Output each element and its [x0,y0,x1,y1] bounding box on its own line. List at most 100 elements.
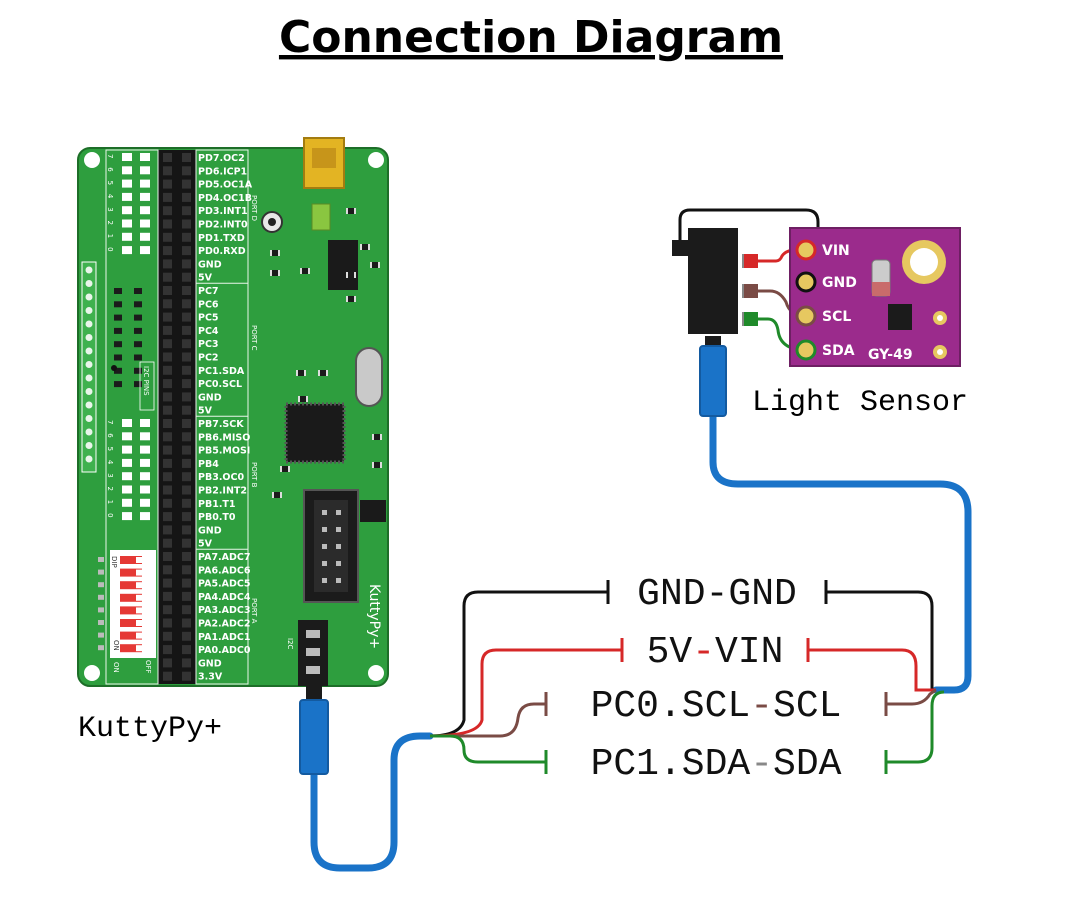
header-hole [182,179,191,189]
header-hole [182,591,191,601]
smd-component [346,296,356,302]
bit-number: 3 [106,473,114,477]
dip-toggle [120,556,142,564]
header-hole [163,379,172,389]
connection-label-gnd: GND-GND [637,573,797,616]
smd-terminal [308,268,310,274]
mount-hole [910,248,938,276]
left-hole [85,347,93,355]
header-hole [163,591,172,601]
smd-terminal [372,462,374,468]
resistor [114,288,122,294]
smd-terminal [368,244,370,250]
smd-component [372,434,382,440]
sensor-pin-vin [795,239,817,261]
bit-number: 5 [106,447,114,451]
dip-pad [98,569,104,575]
header-hole [182,552,191,561]
led [140,458,150,467]
led [140,498,150,507]
microcontroller [284,402,346,464]
sensor-pin-sda [795,339,817,361]
smd-terminal [326,370,328,376]
connection-label-scl: PC0.SCL-SCL [591,685,842,728]
header-hole [163,325,172,335]
header-hole [182,192,191,202]
transistor [360,500,386,522]
pin-label: PC0.SCL [198,379,242,390]
led [140,485,150,494]
smd-terminal [300,268,302,274]
wire-bundle [429,580,945,774]
header-hole [182,512,191,522]
header-hole [182,565,191,575]
regulator-chip [328,240,358,290]
bit-number: 4 [106,460,114,465]
smd-component [296,370,306,376]
smd-terminal [298,396,300,402]
header-hole [163,525,172,535]
dip-number: 5 [144,595,152,599]
sensor-wire-gnd [678,208,820,272]
led [140,153,150,161]
led [122,445,132,454]
header-hole [163,458,172,468]
header-hole [182,432,191,442]
board-name: KuttyPy+ [78,712,222,746]
smd-component [360,244,370,250]
pin-label: PB5.MOSI [198,446,250,457]
led [140,219,150,228]
dip-knob [136,594,142,601]
smd-component [300,268,310,274]
port-label: PORT A [250,598,258,624]
wire-vin-right [808,648,936,692]
resistor [114,314,122,321]
left-hole [85,442,93,449]
dip-pad [98,645,104,651]
header-hole [182,458,191,468]
pin-label: PA1.ADC1 [198,632,250,643]
led [122,246,132,255]
header-hole [182,272,191,282]
pin-label: PA6.ADC6 [198,565,251,576]
resistor [134,367,142,374]
resistor [134,301,142,308]
pin-label: PD5.OC1A [198,180,253,191]
smd-component [318,370,328,376]
kuttypy-board: PD7.OC2PD6.ICP1PD5.OC1APD4.OC1BPD3.INT1P… [77,137,389,687]
sensor-ic [888,304,912,330]
pin-label: PD0.RXD [198,246,246,257]
header-hole [182,259,191,269]
dip-knob [136,607,142,614]
connection-label-sda: PC1.SDA-SDA [591,743,842,786]
pin-label: GND [198,525,222,536]
bit-number: 7 [106,154,114,158]
bit-number: 5 [106,181,114,185]
pin-label: PB2.INT2 [198,486,247,497]
header-hole [163,618,172,628]
smd-terminal [278,250,280,256]
crystal [355,347,383,407]
dip-pad [98,557,104,562]
led [122,432,132,441]
bit-number: 2 [106,221,114,225]
icsp-pin [336,578,341,583]
pin-label: PD2.INT0 [198,220,248,231]
plug-board [299,699,329,775]
smd-component [270,250,280,256]
smd-component [270,270,280,276]
pin-label: PC3 [198,339,219,350]
pin-label: 5V [198,539,213,550]
light-sensor: VIN GND SCL SDA GY-49 [672,208,961,367]
header-hole [182,166,191,176]
left-hole [85,374,93,382]
led [140,246,150,255]
header-hole [182,405,191,415]
pin-label: PC6 [198,299,219,310]
left-hole [85,334,93,341]
header-hole [163,512,172,522]
resistor [134,327,142,334]
dip-pad [98,594,104,600]
left-hole [85,307,93,314]
